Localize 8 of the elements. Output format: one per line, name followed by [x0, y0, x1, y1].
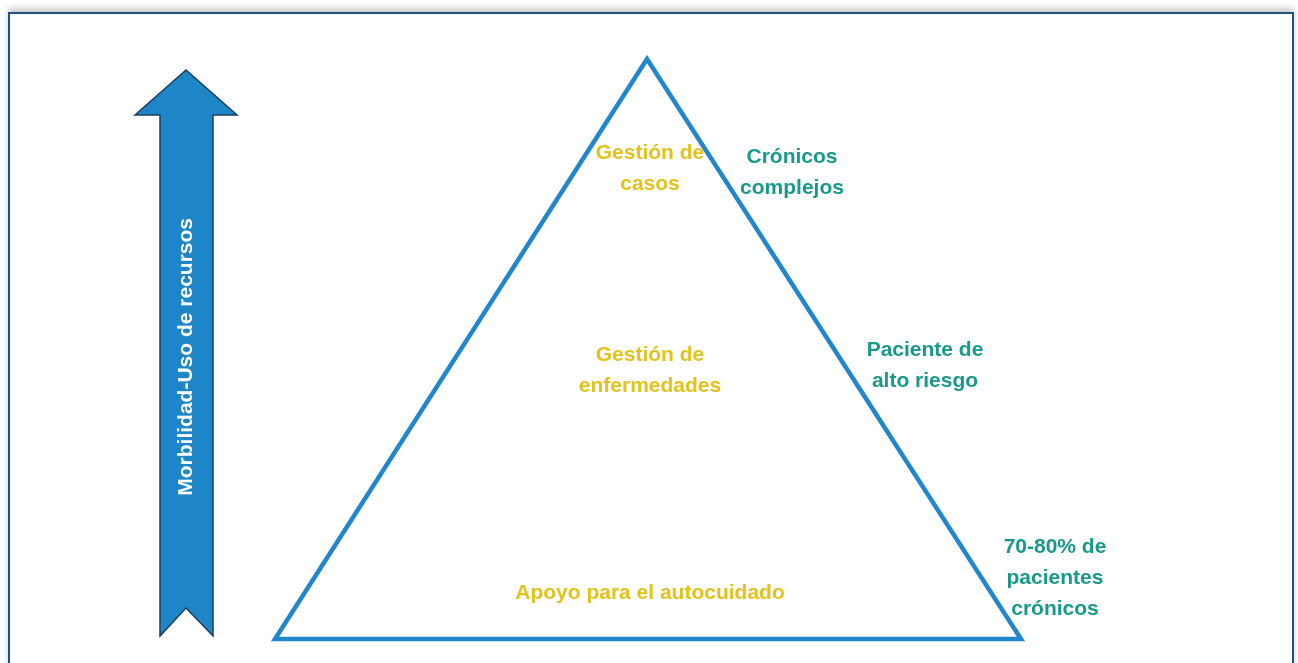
patient-group-label: Crónicos complejos: [739, 143, 845, 200]
patient-group-label: 70-80% de pacientes crónicos: [1002, 533, 1108, 621]
level-label: Apoyo para el autocuidado: [514, 579, 786, 605]
axis-label: Morbilidad-Uso de recursos: [173, 218, 197, 496]
level-label: Gestión de casos: [595, 139, 705, 196]
patient-group-label: Paciente de alto riesgo: [865, 336, 985, 393]
level-label: Gestión de enfermedades: [577, 341, 723, 398]
up-arrow: [133, 68, 239, 638]
